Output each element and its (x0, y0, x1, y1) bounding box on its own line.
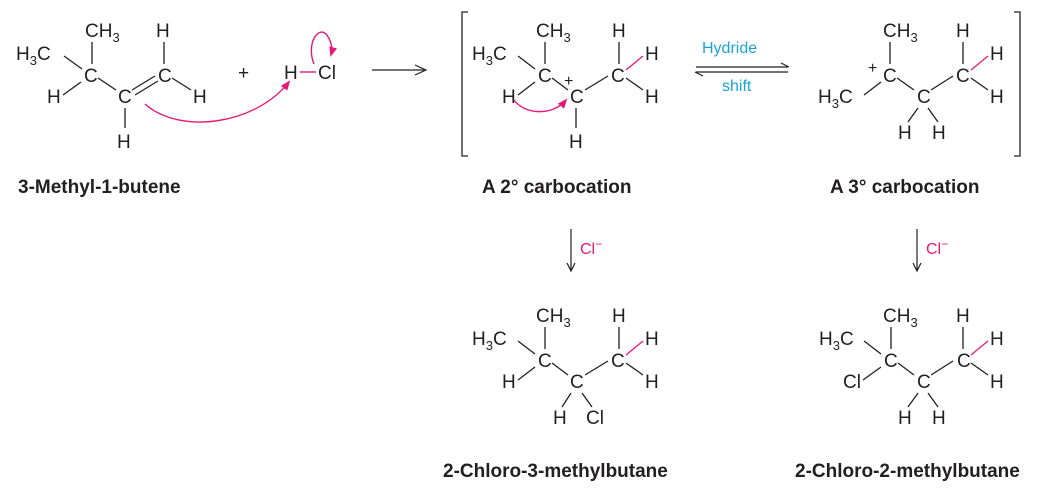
c-atom: C (884, 351, 898, 372)
equilibrium-arrows: Hydride shift (694, 40, 790, 95)
h3c-group: H3C (818, 87, 853, 111)
plus-sign: + (238, 63, 249, 84)
ch3-group: CH3 (85, 21, 120, 45)
cl-atom-magenta: Cl (318, 63, 336, 84)
tertiary-carbocation: CH3 H + C C H H3C C H H H (818, 21, 1004, 144)
c-atom: C (538, 66, 552, 87)
h-atom-blue: H (898, 408, 912, 429)
cl-atom-magenta: Cl (586, 408, 604, 429)
product2-molecule: CH3 H3C H C C H Cl C H H H (819, 306, 1004, 429)
c-atom: C (611, 66, 625, 87)
h-atom: H (990, 87, 1004, 108)
h-atom: H (956, 21, 970, 42)
reactant-label: 3-Methyl-1-butene (18, 177, 181, 198)
h3c-group: H3C (472, 329, 507, 353)
secondary-carbocation: CH3 H3C H C + C C H H H H (472, 21, 659, 153)
product2-label: 2-Chloro-2-methylbutane (795, 461, 1020, 482)
c-atom: C (956, 66, 970, 87)
chloride-label: Cl− (580, 237, 602, 258)
c-atom: C (84, 66, 98, 87)
h-atom-magenta: H (990, 44, 1004, 65)
h-atom: H (645, 372, 659, 393)
c-atom: C (917, 372, 931, 393)
h3c-group: H3C (472, 44, 507, 68)
c-atom: C (570, 372, 584, 393)
chloride-label: Cl− (926, 237, 948, 258)
product1-molecule: CH3 H3C H C C C H H H H Cl (472, 306, 659, 429)
cl-atom-magenta: Cl (843, 372, 861, 393)
c-atom: C (570, 87, 584, 108)
c-atom: C (883, 66, 897, 87)
hydride-label: Hydride (702, 40, 757, 57)
h-atom: H (117, 132, 131, 153)
c-atom: C (118, 87, 132, 108)
h-atom: H (612, 21, 626, 42)
h-atom: H (932, 123, 946, 144)
right-bracket (1014, 11, 1021, 157)
ch3-group: CH3 (883, 21, 918, 45)
product1-label: 2-Chloro-3-methylbutane (443, 461, 668, 482)
ch3-group: CH3 (536, 306, 571, 330)
positive-charge: + (564, 73, 573, 90)
h-atom: H (193, 87, 207, 108)
h-atom: H (956, 306, 970, 327)
positive-charge: + (868, 60, 877, 77)
h-atom-magenta: H (990, 329, 1004, 350)
h3c-group: H3C (819, 329, 854, 353)
h-atom: H (932, 408, 946, 429)
down-arrow-left: Cl− (566, 229, 602, 273)
h-atom-magenta: H (645, 44, 659, 65)
curved-arrow (144, 80, 291, 123)
shift-label: shift (722, 78, 752, 95)
h-atom: H (612, 306, 626, 327)
down-arrow-right: Cl− (912, 229, 948, 273)
h-atom-blue: H (502, 87, 516, 108)
h3c-group: H3C (16, 44, 51, 68)
c-atom: C (611, 351, 625, 372)
secondary-carbocation-label: A 2° carbocation (482, 177, 631, 198)
hcl-reagent: H Cl (284, 31, 338, 84)
h-atom: H (645, 87, 659, 108)
h-atom-magenta: H (284, 63, 298, 84)
h-atom-magenta: H (645, 329, 659, 350)
h-atom-blue: H (502, 372, 516, 393)
reactant-molecule: CH3 H3C H C C C H H H (16, 21, 207, 153)
h-atom-blue: H (47, 87, 61, 108)
tertiary-carbocation-label: A 3° carbocation (830, 177, 979, 198)
reaction-arrow (372, 64, 428, 76)
h-atom: H (569, 132, 583, 153)
c-atom: C (538, 351, 552, 372)
h-atom: H (990, 372, 1004, 393)
ch3-group: CH3 (883, 306, 918, 330)
h-atom: H (156, 21, 170, 42)
c-atom: C (957, 351, 971, 372)
curved-arrow (513, 98, 568, 113)
h-atom-blue: H (898, 123, 912, 144)
c-atom: C (158, 66, 172, 87)
h-atom: H (553, 408, 567, 429)
left-bracket (461, 11, 468, 157)
c-atom: C (917, 87, 931, 108)
curved-arrow (310, 31, 338, 65)
ch3-group: CH3 (536, 21, 571, 45)
